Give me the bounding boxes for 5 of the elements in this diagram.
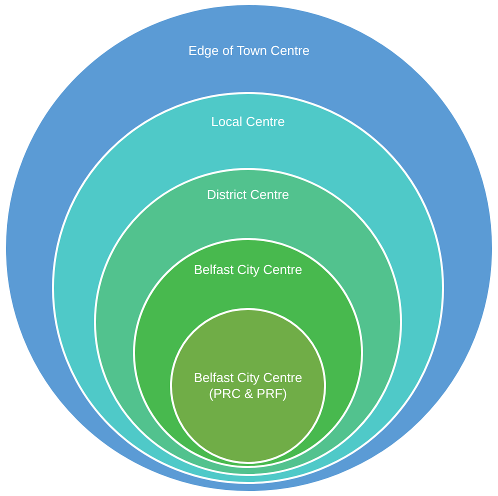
- ring-label: Edge of Town Centre: [187, 43, 311, 59]
- ring-label: Belfast City Centre: [192, 262, 304, 278]
- ring-label: Belfast City Centre (PRC & PRF): [192, 370, 304, 402]
- ring-label: Local Centre: [210, 114, 286, 130]
- ring-label: District Centre: [206, 187, 290, 203]
